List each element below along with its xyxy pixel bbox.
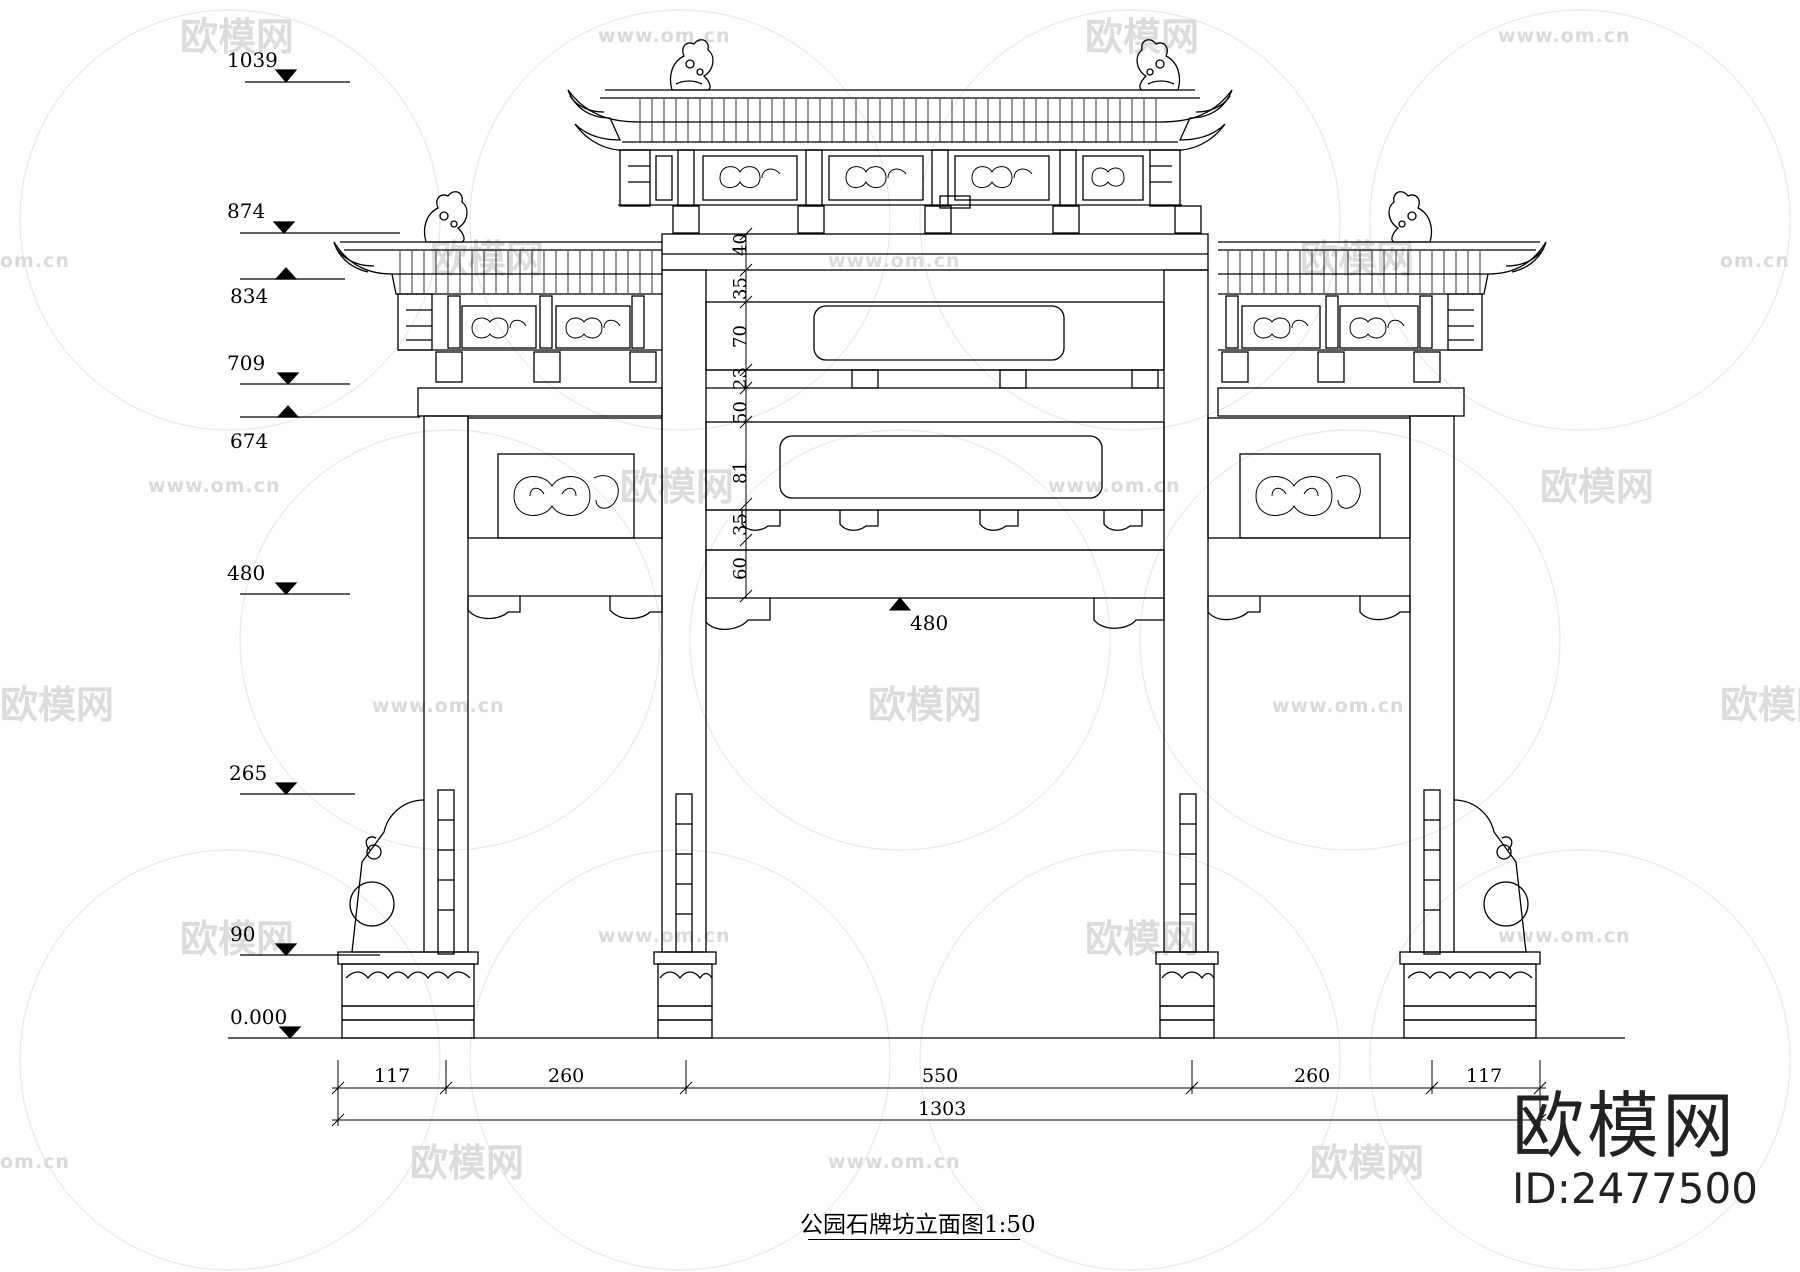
watermark-logo: 欧模网: [180, 15, 294, 59]
elevation-label: 674: [230, 429, 268, 453]
brand-watermark: 欧模网 ID:2477500: [1512, 1086, 1772, 1212]
brand-id: ID:2477500: [1512, 1164, 1758, 1213]
watermark-logo: 欧模网: [868, 683, 982, 727]
center-level-label: 480: [910, 611, 948, 635]
dragon-ridge-ornament-icon: [1388, 191, 1433, 243]
right-side-roof-tiles: [1227, 251, 1481, 293]
elevation-label: 90: [230, 922, 255, 946]
vertical-dimension-labels: 40 35 70 23 50 81 35 60: [730, 233, 751, 580]
vertical-dimension: 40: [730, 233, 751, 256]
elevation-label: 480: [227, 561, 265, 585]
watermark-logo: 欧模网: [1085, 917, 1199, 961]
lotus-base-icon: [337, 951, 479, 1039]
archway: [333, 39, 1547, 1039]
watermark-url: www.om.cn: [1498, 925, 1631, 947]
right-side-frieze: [1218, 293, 1483, 383]
drawing-title-underline: [808, 1239, 1020, 1240]
horizontal-dimension: 550: [922, 1065, 958, 1087]
cloud-scroll-carving-icon: [1255, 475, 1361, 516]
central-roof-tiles: [639, 99, 1157, 142]
watermark-url: www.om.cn: [828, 1151, 961, 1173]
horizontal-dimension-labels: 117 260 550 260 117 1303: [374, 1065, 1502, 1120]
elevation-label: 0.000: [230, 1005, 287, 1029]
watermark-url: om.cn: [1720, 250, 1790, 272]
dragon-ridge-ornament-icon: [1136, 39, 1181, 91]
watermark-url: www.om.cn: [1048, 475, 1181, 497]
cloud-scroll-carving-icon: [845, 166, 907, 188]
left-side-roof-tiles: [399, 251, 653, 293]
watermark-layer: 欧模网 欧模网 欧模网 欧模网 欧模网 欧模网 欧模网 欧模网 欧模网 欧模网 …: [0, 9, 1800, 1271]
cloud-scroll-carving-icon: [1091, 167, 1125, 187]
drum-stone-icon: [1453, 799, 1529, 953]
vertical-dimension: 35: [730, 277, 751, 300]
vertical-dimension: 35: [730, 513, 751, 536]
cloud-scroll-carving-icon: [719, 166, 781, 188]
elevation-label: 874: [227, 199, 265, 223]
watermark-url: om.cn: [0, 250, 70, 272]
elevation-label: 709: [227, 351, 265, 375]
watermark-url: www.om.cn: [828, 250, 961, 272]
elevation-label: 265: [229, 761, 267, 785]
horizontal-dimension: 117: [1466, 1065, 1502, 1087]
dragon-ridge-ornament-icon: [669, 39, 714, 91]
horizontal-dimension: 260: [1294, 1065, 1330, 1087]
elevation-labels: 1039 874 834 709 674 480 265 90 0.000: [227, 48, 287, 1029]
watermark-logo: 欧模网: [1085, 15, 1199, 59]
elevation-levels: [228, 69, 1625, 1039]
watermark-url: www.om.cn: [1272, 695, 1405, 717]
overall-width-dimension: 1303: [918, 1098, 966, 1120]
watermark-url: om.cn: [0, 1151, 70, 1173]
watermark-url: www.om.cn: [598, 25, 731, 47]
right-side-roof: [1218, 241, 1547, 295]
cloud-scroll-carving-icon: [1253, 317, 1309, 339]
watermark-logo: 欧模网: [0, 683, 114, 727]
cloud-scroll-carving-icon: [513, 475, 619, 516]
elevation-label: 1039: [227, 48, 278, 72]
watermark-logo: 欧模网: [410, 1141, 524, 1185]
lotus-base-icon: [1155, 951, 1219, 1039]
vertical-dimension-chain: [739, 227, 753, 603]
center-level-marker: 480: [888, 597, 948, 635]
vertical-dimension: 81: [730, 461, 751, 484]
dragon-ridge-ornament-icon: [423, 191, 468, 243]
column-inner-right: [1163, 269, 1209, 953]
cloud-scroll-carving-icon: [565, 317, 621, 339]
watermark-url: www.om.cn: [598, 925, 731, 947]
cloud-scroll-carving-icon: [971, 166, 1033, 188]
vertical-dimension: 23: [730, 367, 751, 390]
drum-stone-icon: [349, 799, 425, 953]
central-frieze: [618, 149, 1202, 234]
watermark-url: www.om.cn: [148, 475, 281, 497]
watermark-logo: 欧模网: [620, 465, 734, 509]
drawing-title: 公园石牌坊立面图1:50: [800, 1212, 1036, 1238]
watermark-logo: 欧模网: [1540, 465, 1654, 509]
brand-logo: 欧模网: [1512, 1084, 1738, 1168]
cloud-scroll-carving-icon: [471, 317, 527, 339]
vertical-dimension: 70: [730, 325, 751, 348]
watermark-url: www.om.cn: [1498, 25, 1631, 47]
column-outer-right: [1409, 415, 1455, 953]
vertical-dimension: 50: [730, 401, 751, 424]
left-side-frieze: [397, 293, 662, 383]
left-side-roof: [333, 241, 662, 295]
horizontal-dimension: 117: [374, 1065, 410, 1087]
cloud-scroll-carving-icon: [1349, 317, 1405, 339]
vertical-dimension: 60: [730, 557, 751, 580]
watermark-logo: 欧模网: [180, 917, 294, 961]
watermark-url: www.om.cn: [372, 695, 505, 717]
horizontal-dimension-lines: [331, 1060, 1547, 1127]
watermark-logo: 欧模网: [1310, 1141, 1424, 1185]
horizontal-dimension: 260: [548, 1065, 584, 1087]
column-outer-left: [423, 415, 469, 953]
watermark-logo: 欧模网: [1720, 683, 1800, 727]
lotus-base-icon: [1399, 951, 1541, 1039]
elevation-label: 834: [230, 284, 268, 308]
lotus-base-icon: [653, 951, 717, 1039]
